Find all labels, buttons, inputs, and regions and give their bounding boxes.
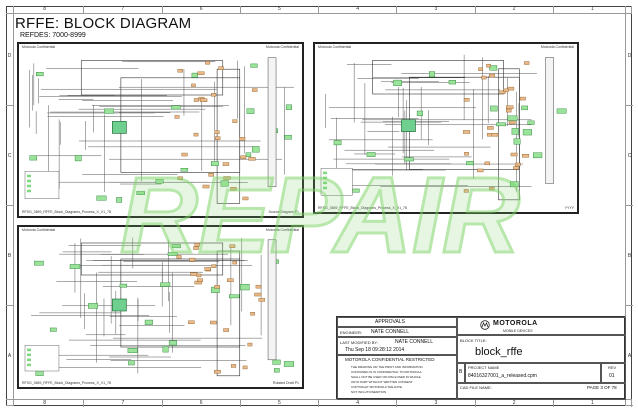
col-label: 7 xyxy=(84,6,163,13)
col-label: 4 xyxy=(319,6,398,13)
page-title: RFFE: BLOCK DIAGRAM xyxy=(15,15,192,32)
cad-cell xyxy=(457,383,626,400)
row-label: A xyxy=(626,306,633,406)
block-title: block_rffe xyxy=(475,346,523,358)
col-label: 5 xyxy=(241,6,319,13)
schematic-drawing xyxy=(24,237,294,377)
col-label: 8 xyxy=(6,6,85,13)
page-number: PAGE 3 OF 78 xyxy=(587,385,617,390)
schematic-panel-1[interactable]: Motorola Confidential Motorola Confident… xyxy=(17,42,304,218)
schematic-panel-3[interactable]: Motorola Confidential Motorola Confident… xyxy=(17,225,304,389)
confidential-notice: MOTOROLA CONFIDENTIAL RESTRICTED xyxy=(345,357,435,362)
col-label: 1 xyxy=(554,400,632,407)
size-cell xyxy=(457,363,465,383)
block-title-cell xyxy=(457,335,626,363)
col-label: 6 xyxy=(163,6,241,13)
company-name: MOTOROLA xyxy=(493,320,538,327)
last-modified-by: NATE CONNELL xyxy=(395,339,433,345)
project-label: PROJECT NAME xyxy=(468,365,500,370)
logo-cell xyxy=(457,317,626,335)
confidential-cell xyxy=(337,355,457,400)
project-name: 84016327001_a_released.cpm xyxy=(468,373,537,379)
col-label: 7 xyxy=(84,400,163,407)
rev-label: REV xyxy=(608,365,617,370)
approvals-label: APPROVALS xyxy=(375,319,405,325)
motorola-logo-icon xyxy=(480,320,490,330)
title-block: APPROVALS ENGINEER: NATE CONNELL LAST MO… xyxy=(336,316,626,400)
panel-header-right: Motorola Confidential xyxy=(265,228,299,232)
schematic-drawing xyxy=(320,54,567,201)
col-label: 1 xyxy=(554,6,632,13)
row-label: D xyxy=(626,6,633,106)
engineer-label: ENGINEER: xyxy=(340,330,363,335)
col-label: 6 xyxy=(163,400,241,407)
modified-date: Thu Sep 18 09:28:12 2014 xyxy=(345,347,405,353)
last-modified-label: LAST MODIFIED BY: xyxy=(340,340,378,345)
refdes-label: REFDES: 7000-8999 xyxy=(20,32,86,39)
panel-footer-left: RFSG_3659_RFFE_Block_Diagrams_Process_X_… xyxy=(22,210,111,214)
panel-footer-right: Rotated Draft P1 xyxy=(272,381,299,385)
col-label: 2 xyxy=(476,400,554,407)
col-label: 3 xyxy=(397,6,476,13)
legal-line: COPYRIGHT MOTOROLA THE DATE xyxy=(351,385,402,389)
row-ruler-right: D C B A xyxy=(625,6,633,406)
schematic-panel-2[interactable]: Motorola Confidential Motorola Confident… xyxy=(313,42,579,214)
panel-header-right: Motorola Confidential xyxy=(540,45,574,49)
cad-file-label: CAD FILE NAME: xyxy=(460,385,492,390)
panel-header-left: Motorola Confidential xyxy=(22,228,56,232)
col-label: 8 xyxy=(6,400,85,407)
panel-header-left: Motorola Confidential xyxy=(318,45,352,49)
panel-footer-left: RFSG_3659_RFFE_Block_Diagrams_Process_X_… xyxy=(22,381,111,385)
company-subtitle: MOBILE DEVICES xyxy=(503,329,533,333)
panel-footer-left: RFSG_3659_RFFE_Block_Diagrams_Process_X_… xyxy=(318,206,407,210)
row-ruler-left: D C B A xyxy=(6,6,14,406)
row-label: C xyxy=(626,106,633,206)
row-label: A xyxy=(6,306,13,406)
legal-line: CONTAINED IN IS CONFIDENTIAL TO MOTOROLA xyxy=(351,370,422,374)
panel-header-left: Motorola Confidential xyxy=(22,45,56,49)
sheet-frame xyxy=(6,6,632,406)
row-label: B xyxy=(626,206,633,306)
panel-footer-right: Source Diagram P1 xyxy=(268,210,299,214)
col-label: 5 xyxy=(241,400,319,407)
row-label: B xyxy=(6,206,13,306)
schematic-drawing xyxy=(24,57,294,204)
modified-cell xyxy=(337,337,457,355)
panel-header-right: Motorola Confidential xyxy=(265,45,299,49)
rev-value: 01 xyxy=(609,373,615,379)
block-title-label: BLOCK TITLE: xyxy=(460,338,487,343)
engineer-cell xyxy=(337,327,457,337)
row-label: C xyxy=(6,106,13,206)
column-ruler-top: 8 7 6 5 4 3 2 1 xyxy=(6,6,632,14)
rev-cell xyxy=(601,363,626,383)
col-label: 2 xyxy=(476,6,554,13)
approvals-cell xyxy=(337,317,457,327)
column-ruler-bottom: 8 7 6 5 4 3 2 1 xyxy=(6,399,632,407)
legal-line: OR IN PART WITHOUT WRITTEN CONSENT xyxy=(351,380,413,384)
size-label: B xyxy=(459,369,463,375)
col-label: 4 xyxy=(319,400,398,407)
engineer-name: NATE CONNELL xyxy=(371,329,409,335)
legal-line: THE DRAWING OR THE PRINT AND INFORMATION xyxy=(351,365,423,369)
row-label: D xyxy=(6,6,13,106)
project-cell xyxy=(465,363,601,383)
col-label: 3 xyxy=(397,400,476,407)
legal-line: NOT INFLUTIONEDITION xyxy=(351,390,387,394)
legal-line: SHALL NOT BE USED OR DISCLOSED IN WHOLE xyxy=(351,375,421,379)
panel-footer-right: YYYY xyxy=(564,206,574,210)
